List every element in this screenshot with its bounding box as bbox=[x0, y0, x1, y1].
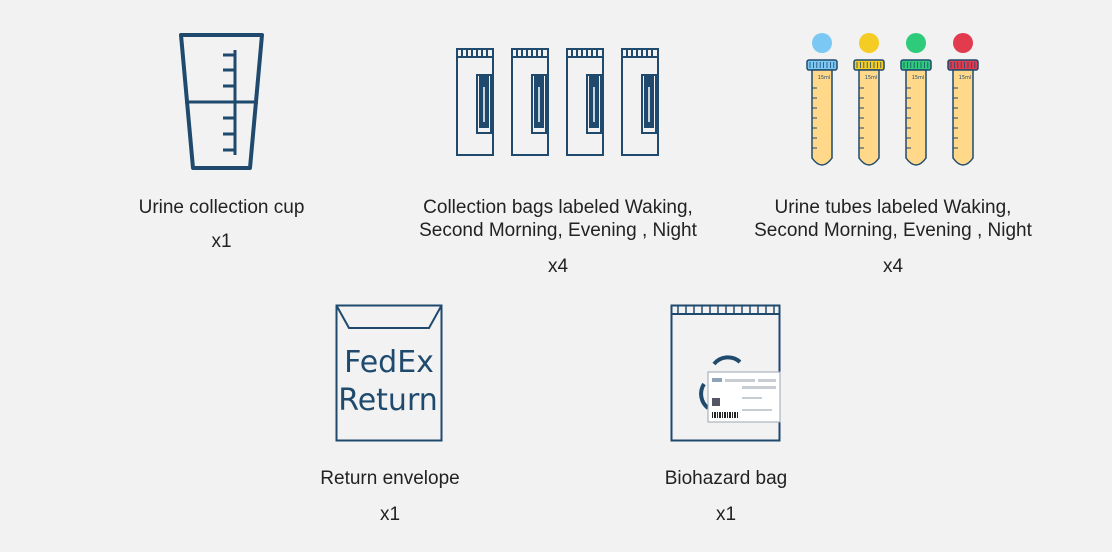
item-tubes-qty: x4 bbox=[882, 256, 904, 277]
item-cup-qty: x1 bbox=[211, 231, 232, 252]
tube-volume-label: 15ml bbox=[865, 75, 878, 81]
item-biohazard-bag-label: Biohazard bag bbox=[664, 468, 788, 489]
item-bags: Collection bags labeled Waking, Second M… bbox=[390, 196, 726, 278]
item-cup-label: Urine collection cup bbox=[138, 197, 305, 218]
envelope-text-line2: Return bbox=[338, 383, 438, 418]
tube-volume-label: 15ml bbox=[959, 75, 972, 81]
item-tubes-label-line1: Urine tubes labeled Waking, bbox=[774, 197, 1012, 218]
tube-volume-label: 15ml bbox=[912, 75, 925, 81]
item-bags-qty: x4 bbox=[547, 256, 569, 277]
item-biohazard-bag: Biohazard bag x1 bbox=[626, 467, 826, 526]
fedex-envelope-icon: FedEx Return bbox=[335, 304, 443, 442]
item-cup: Urine collection cup x1 bbox=[100, 196, 343, 253]
item-envelope-qty: x1 bbox=[379, 504, 401, 525]
urine-tube: 15ml bbox=[806, 33, 838, 166]
urine-tubes-icon: 15ml 15ml 15ml 15ml bbox=[806, 33, 979, 166]
urine-tube: 15ml bbox=[900, 33, 932, 166]
item-tubes-label-line2: Second Morning, Evening , Night bbox=[754, 220, 1032, 241]
item-envelope: Return envelope x1 bbox=[290, 467, 490, 526]
tube-volume-label: 15ml bbox=[818, 75, 831, 81]
collection-bags-icon bbox=[456, 48, 659, 156]
item-biohazard-bag-qty: x1 bbox=[715, 504, 737, 525]
item-tubes: Urine tubes labeled Waking, Second Morni… bbox=[725, 196, 1061, 278]
item-envelope-label: Return envelope bbox=[320, 468, 460, 489]
urine-tube: 15ml bbox=[853, 33, 885, 166]
envelope-text-line1: FedEx bbox=[344, 345, 434, 380]
urine-tube: 15ml bbox=[947, 33, 979, 166]
biohazard-bag-icon bbox=[670, 304, 781, 442]
urine-cup-icon bbox=[179, 33, 264, 170]
item-bags-label-line1: Collection bags labeled Waking, bbox=[423, 197, 693, 218]
item-bags-label-line2: Second Morning, Evening , Night bbox=[419, 220, 697, 241]
